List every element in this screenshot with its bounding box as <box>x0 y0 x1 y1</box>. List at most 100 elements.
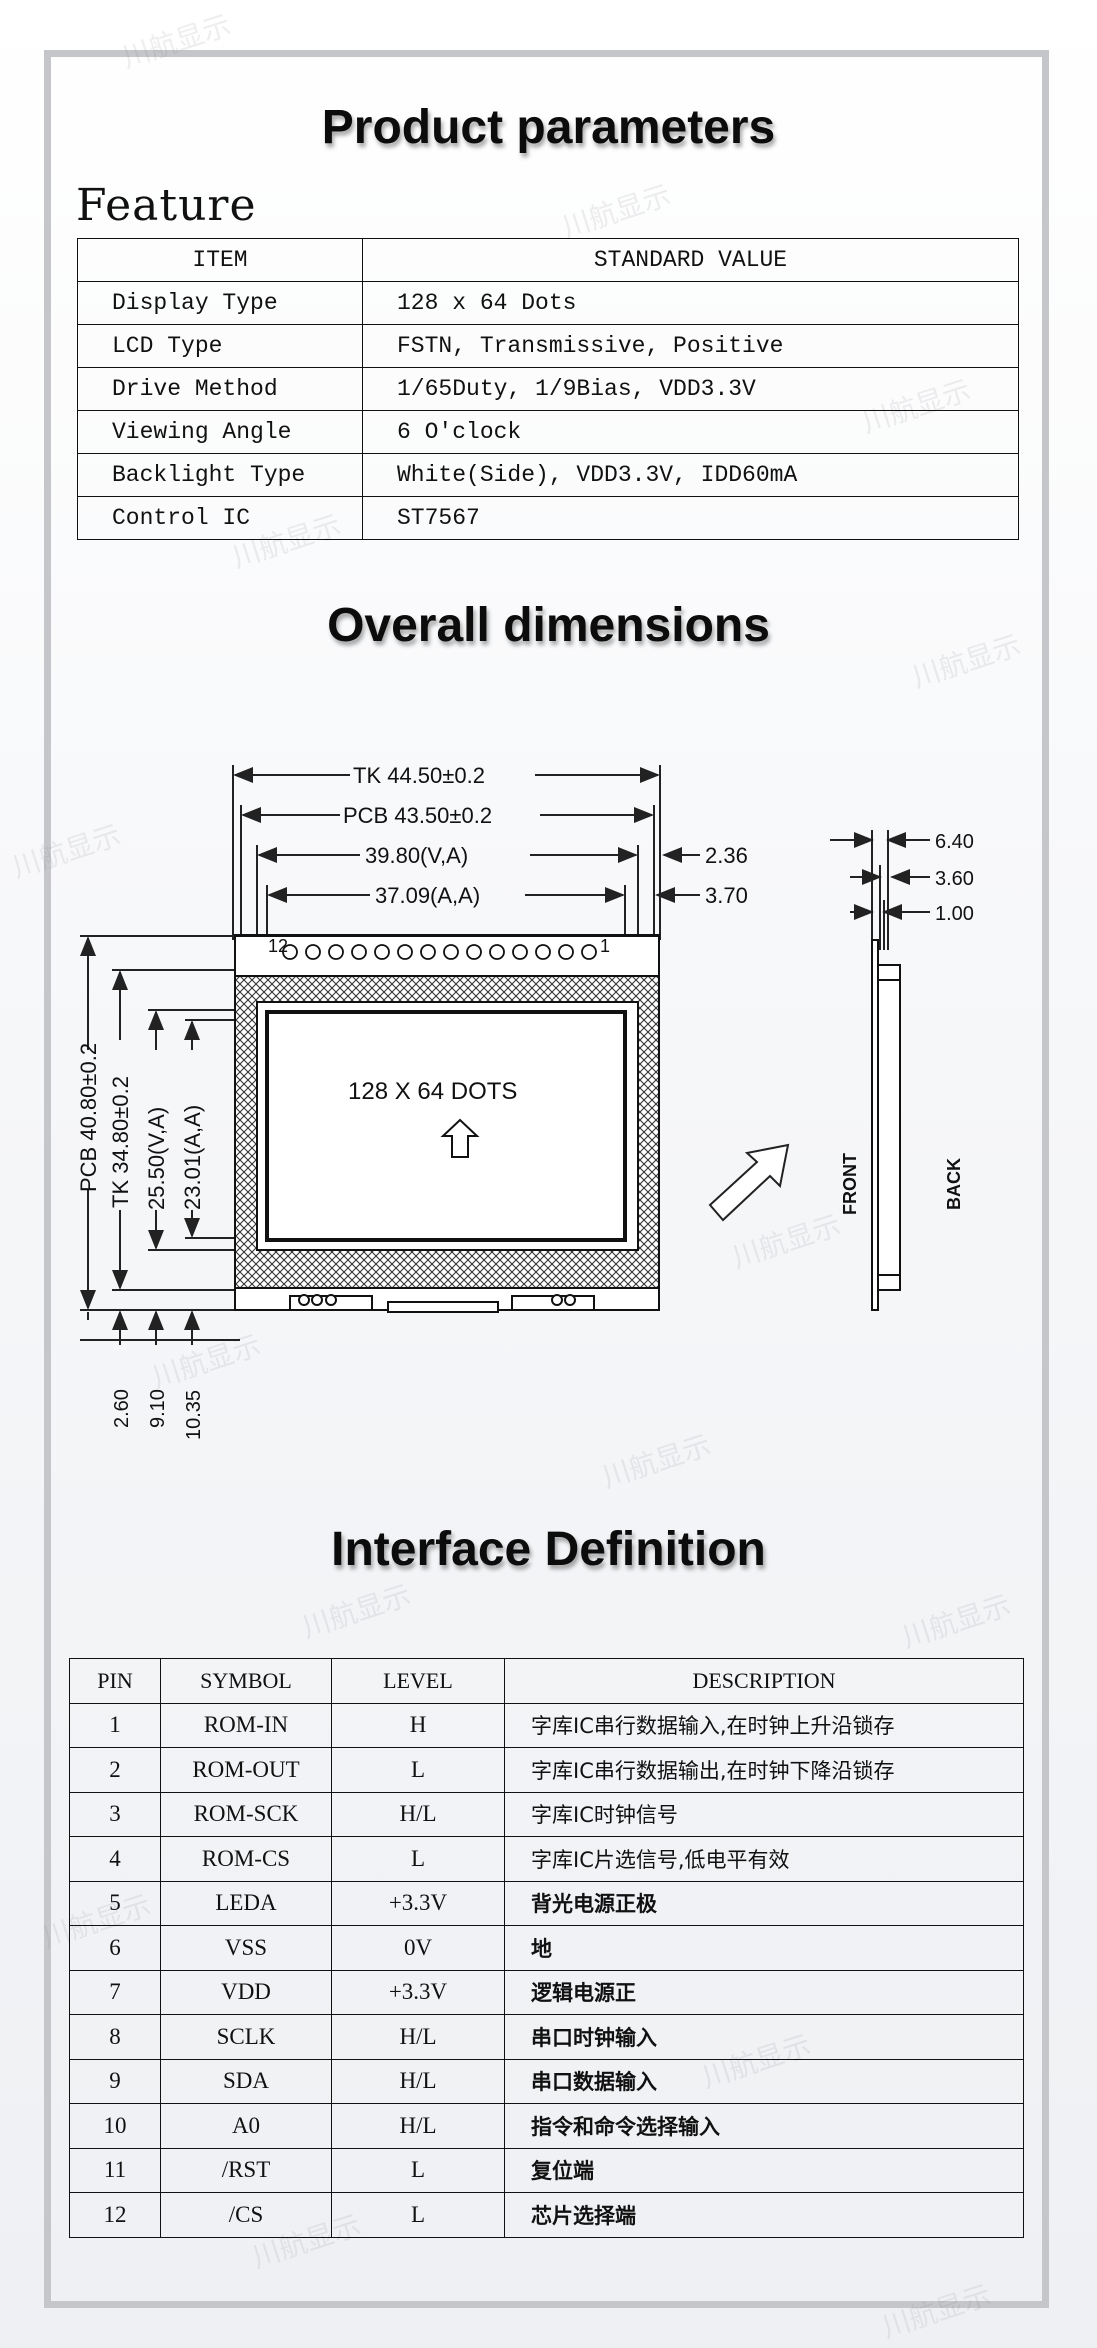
pin-row <box>282 944 597 960</box>
orientation-arrow-icon <box>440 1118 480 1158</box>
pin-cell: 1 <box>69 1702 161 1748</box>
symbol-cell: ROM-IN <box>160 1702 332 1748</box>
symbol-cell: A0 <box>160 2103 332 2149</box>
active-area <box>265 1010 627 1242</box>
item-cell: Drive Method <box>77 367 363 411</box>
pcb-height-label: PCB 40.80±0.2 <box>76 1043 101 1192</box>
bottom-dim-3: 10.35 <box>183 1390 205 1440</box>
item-cell: LCD Type <box>77 324 363 368</box>
value-cell: FSTN, Transmissive, Positive <box>362 324 1019 368</box>
description-cell: 串口数据输入 <box>504 2058 1024 2104</box>
bottom-dim-1: 2.60 <box>111 1389 133 1428</box>
description-cell: 字库IC串行数据输入,在时钟上升沿锁存 <box>504 1702 1024 1748</box>
pin-cell: 7 <box>69 1969 161 2015</box>
pin-pad <box>558 944 574 960</box>
description-cell: 逻辑电源正 <box>504 1969 1024 2015</box>
side-total-dim: 6.40 <box>935 831 974 853</box>
bottom-dim-2: 9.10 <box>147 1389 169 1428</box>
symbol-cell: SCLK <box>160 2014 332 2060</box>
pin-pad <box>397 944 413 960</box>
symbol-cell: /RST <box>160 2147 332 2193</box>
screw-hole <box>325 1294 337 1306</box>
level-cell: +3.3V <box>331 1880 505 1926</box>
pin-cell: 4 <box>69 1836 161 1882</box>
side-pcb-dim: 1.00 <box>935 903 974 925</box>
interface-table-header: PIN SYMBOL LEVEL DESCRIPTION <box>69 1658 1024 1704</box>
symbol-cell: VSS <box>160 1925 332 1971</box>
level-cell: H/L <box>331 1791 505 1837</box>
header-level: LEVEL <box>331 1658 505 1704</box>
back-label: BACK <box>944 1158 964 1210</box>
aa-height-label: 23.01(A,A) <box>180 1105 205 1210</box>
value-cell: 1/65Duty, 1/9Bias, VDD3.3V <box>362 367 1019 411</box>
symbol-cell: VDD <box>160 1969 332 2015</box>
item-cell: Backlight Type <box>77 453 363 497</box>
aa-width-label: 37.09(A,A) <box>375 883 480 908</box>
level-cell: L <box>331 2147 505 2193</box>
symbol-cell: SDA <box>160 2058 332 2104</box>
pcb-width-label: PCB 43.50±0.2 <box>343 803 492 828</box>
side-mid-dim: 3.60 <box>935 868 974 890</box>
value-cell: ST7567 <box>362 496 1019 540</box>
right-dim-1: 2.36 <box>705 843 748 868</box>
screw-hole <box>551 1294 563 1306</box>
pin-pad <box>466 944 482 960</box>
product-parameters-heading: Product parameters <box>321 101 776 154</box>
lcd-module-front <box>234 934 660 1313</box>
description-cell: 字库IC时钟信号 <box>504 1791 1024 1837</box>
symbol-cell: ROM-OUT <box>160 1747 332 1793</box>
header-description: DESCRIPTION <box>504 1658 1024 1704</box>
description-cell: 字库IC串行数据输出,在时钟下降沿锁存 <box>504 1747 1024 1793</box>
pin-pad <box>581 944 597 960</box>
level-cell: H <box>331 1702 505 1748</box>
description-cell: 地 <box>504 1925 1024 1971</box>
pin-pad <box>535 944 551 960</box>
tk-height-label: TK 34.80±0.2 <box>108 1076 133 1208</box>
overall-dimensions-heading: Overall dimensions <box>327 599 770 652</box>
level-cell: L <box>331 1836 505 1882</box>
header-pin: PIN <box>69 1658 161 1704</box>
pin-cell: 10 <box>69 2103 161 2149</box>
level-cell: L <box>331 2192 505 2238</box>
pin-left-number: 12 <box>268 936 288 956</box>
value-cell: White(Side), VDD3.3V, IDD60mA <box>362 453 1019 497</box>
description-cell: 芯片选择端 <box>504 2192 1024 2238</box>
item-cell: Control IC <box>77 496 363 540</box>
tk-width-label: TK 44.50±0.2 <box>353 763 485 788</box>
pin-pad <box>512 944 528 960</box>
dimension-drawing: TK 44.50±0.2 PCB 43.50±0.2 39.80(V,A) 37… <box>76 763 974 1440</box>
pin-pad <box>420 944 436 960</box>
header-standard-value: STANDARD VALUE <box>362 238 1019 282</box>
level-cell: L <box>331 1747 505 1793</box>
description-cell: 串口时钟输入 <box>504 2014 1024 2060</box>
page-frame <box>44 50 1049 2308</box>
level-cell: +3.3V <box>331 1969 505 2015</box>
va-width-label: 39.80(V,A) <box>365 843 468 868</box>
value-cell: 128 x 64 Dots <box>362 281 1019 325</box>
screw-hole <box>298 1294 310 1306</box>
feature-table-header: ITEM STANDARD VALUE <box>77 238 1019 282</box>
pin-pad <box>328 944 344 960</box>
level-cell: H/L <box>331 2058 505 2104</box>
lcd-module-side <box>871 939 901 1311</box>
symbol-cell: /CS <box>160 2192 332 2238</box>
front-label: FRONT <box>840 1153 860 1215</box>
screw-hole <box>564 1294 576 1306</box>
va-height-label: 25.50(V,A) <box>144 1107 169 1210</box>
description-cell: 复位端 <box>504 2147 1024 2193</box>
level-cell: 0V <box>331 1925 505 1971</box>
